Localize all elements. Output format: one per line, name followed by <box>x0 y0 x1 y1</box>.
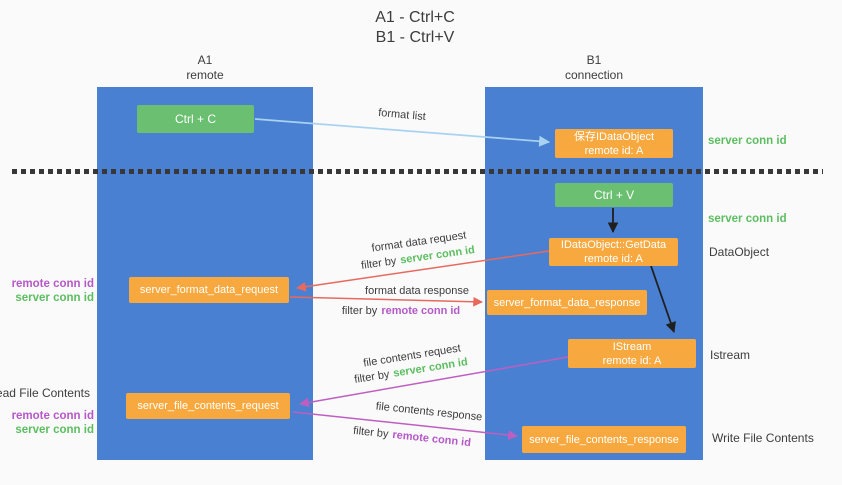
remote-conn-id-text: remote conn id <box>391 428 472 450</box>
remote-conn-id-text: remote conn id <box>11 410 94 422</box>
getdata-line1: IDataObject::GetData <box>560 239 667 251</box>
ctrl-v-label: Ctrl + V <box>593 188 635 202</box>
right-server-conn-id-2: server conn id <box>708 211 787 226</box>
right-dataobject-label: DataObject <box>709 245 770 259</box>
node-server-format-data-response: server_format_data_response <box>487 290 647 315</box>
filter-by-text: filter by <box>341 305 378 317</box>
filter-by-text: filter by <box>352 424 390 441</box>
machine-boundary-dotted-line <box>12 169 823 174</box>
label-format-list: format list <box>377 106 427 124</box>
server-conn-id-text: server conn id <box>15 424 94 436</box>
diagram-title: A1 - Ctrl+C B1 - Ctrl+V <box>340 8 490 48</box>
node-server-format-data-request: server_format_data_request <box>129 277 289 303</box>
node-ctrl-c: Ctrl + C <box>137 105 254 133</box>
right-write-file-contents-label: Write File Contents <box>712 431 814 445</box>
title-line-b1: B1 - Ctrl+V <box>375 29 455 46</box>
node-server-file-contents-response: server_file_contents_response <box>522 426 686 453</box>
ctrl-c-label: Ctrl + C <box>174 112 216 126</box>
istream-line2: remote id: A <box>602 354 662 367</box>
server-conn-id-text: server conn id <box>708 213 787 225</box>
node-save-dataobject: 保存IDataObject remote id: A <box>555 129 673 158</box>
lane-b1-role: connection <box>564 68 624 82</box>
node-istream: IStream remote id: A <box>568 339 696 368</box>
edge-format-data-response <box>289 296 483 307</box>
server-format-data-request-label: server_format_data_request <box>139 284 279 296</box>
left-conn-id-pair-2: remote conn id server conn id <box>12 409 94 437</box>
lane-a1-name: A1 <box>197 53 213 67</box>
lane-a1-role: remote <box>186 68 224 82</box>
save-dataobject-line2: remote id: A <box>584 144 644 157</box>
remote-conn-id-text: remote conn id <box>381 305 461 317</box>
left-read-file-contents-label: Read File Contents <box>0 386 90 400</box>
server-conn-id-text: server conn id <box>708 135 787 147</box>
getdata-line2: remote id: A <box>584 253 643 265</box>
filter-by-text: filter by <box>353 368 391 386</box>
right-server-conn-id-1: server conn id <box>708 133 787 148</box>
node-ctrl-v: Ctrl + V <box>555 183 673 207</box>
save-dataobject-line1: 保存IDataObject <box>573 130 655 143</box>
server-file-contents-response-label: server_file_contents_response <box>529 433 679 446</box>
left-conn-id-pair-1: remote conn id server conn id <box>12 277 94 305</box>
filter-by-text: filter by <box>360 255 398 272</box>
istream-line1: IStream <box>612 340 652 353</box>
label-format-data-response: format data response <box>365 285 469 297</box>
lane-header-b1: B1 connection <box>485 53 703 83</box>
label-file-contents-response: file contents response <box>375 400 483 424</box>
server-file-contents-request-label: server_file_contents_request <box>137 400 279 412</box>
lane-b1-name: B1 <box>586 53 602 67</box>
node-server-file-contents-request: server_file_contents_request <box>126 393 290 419</box>
right-istream-label: Istream <box>710 348 751 362</box>
node-idataobject-getdata: IDataObject::GetData remote id: A <box>549 238 678 266</box>
remote-conn-id-text: remote conn id <box>11 278 94 290</box>
server-conn-id-text: server conn id <box>15 292 94 304</box>
server-format-data-response-label: server_format_data_response <box>493 296 641 309</box>
lane-header-a1: A1 remote <box>97 53 313 83</box>
title-line-a1: A1 - Ctrl+C <box>375 9 455 26</box>
